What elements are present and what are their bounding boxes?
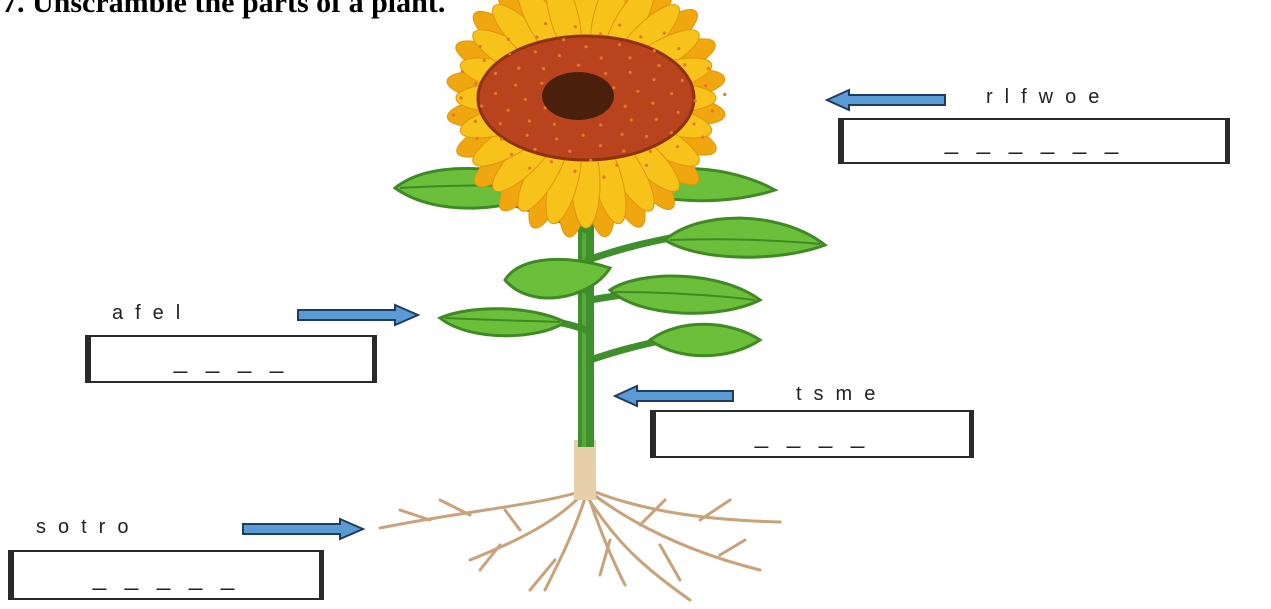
answer-blanks-stem: _ _ _ _: [754, 422, 871, 449]
answer-box-roots[interactable]: _ _ _ _ _: [8, 550, 324, 600]
answer-blanks-roots: _ _ _ _ _: [92, 564, 241, 591]
arrow-left-icon: [613, 384, 734, 408]
answer-box-stem[interactable]: _ _ _ _: [650, 410, 974, 458]
scrambled-word-stem: tsme: [796, 383, 888, 405]
scrambled-word-leaf: afel: [112, 302, 193, 324]
arrow-right-icon: [242, 517, 365, 541]
worksheet-heading: 7. Unscramble the parts of a plant.: [2, 0, 446, 19]
root-crown: [574, 440, 596, 500]
arrow-left-icon: [825, 88, 946, 112]
answer-blanks-leaf: _ _ _ _: [173, 347, 290, 374]
answer-box-flower[interactable]: _ _ _ _ _ _: [838, 118, 1230, 164]
scrambled-word-flower: rlfwoe: [986, 86, 1112, 108]
answer-blanks-flower: _ _ _ _ _ _: [944, 128, 1125, 155]
arrow-right-icon: [297, 303, 420, 327]
scrambled-word-roots: sotro: [36, 516, 141, 538]
flower-illustration: [446, 0, 727, 238]
answer-box-leaf[interactable]: _ _ _ _: [85, 335, 377, 383]
roots-illustration: [378, 443, 782, 602]
